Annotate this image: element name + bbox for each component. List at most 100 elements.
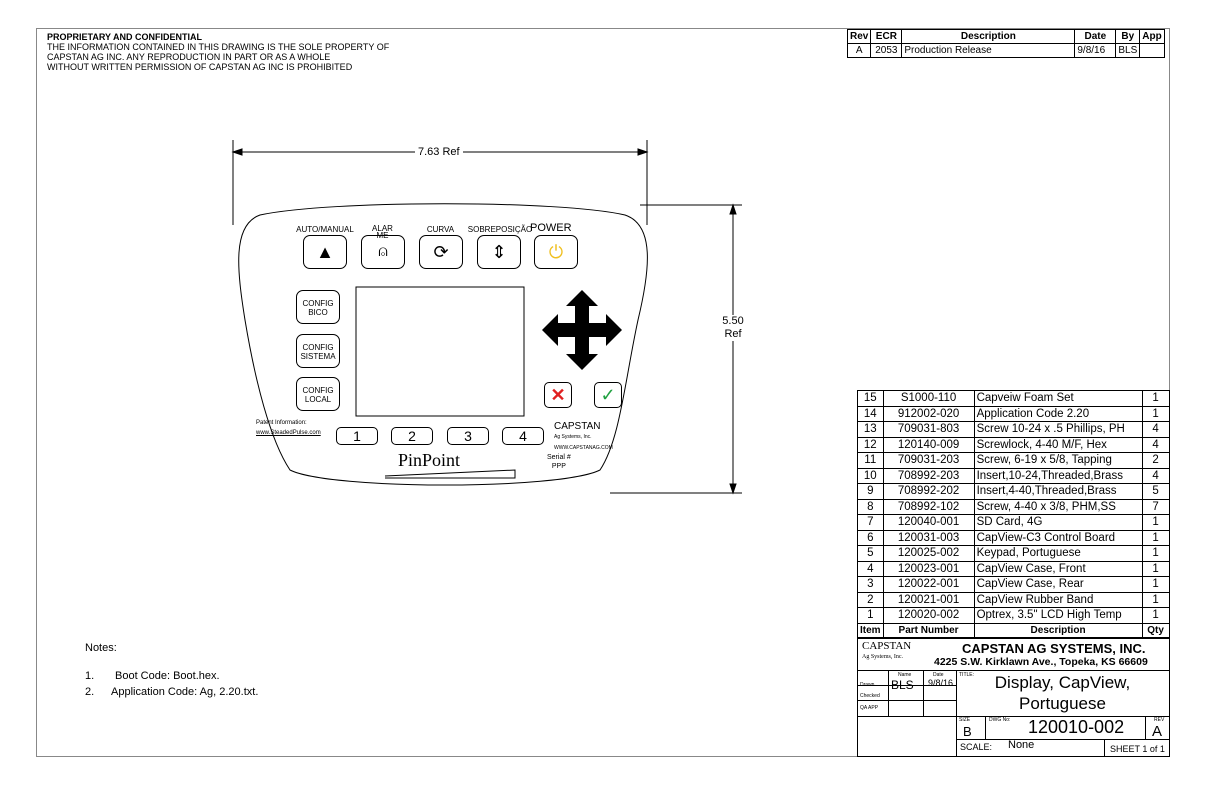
bom-cell: 2 bbox=[857, 591, 884, 608]
logo-url: WWW.CAPSTANAG.COM bbox=[554, 445, 613, 451]
bom-cell: 1 bbox=[857, 607, 884, 624]
bom-cell: 5 bbox=[1141, 483, 1170, 500]
bom-cell: 708992-202 bbox=[882, 483, 975, 500]
sobreposicao-button[interactable]: ⇕ bbox=[477, 235, 521, 269]
number-button-1[interactable]: 1 bbox=[336, 427, 378, 445]
scale-label: SCALE: bbox=[960, 742, 993, 752]
bom-cell: 120021-001 bbox=[882, 591, 975, 608]
up-down-arrow-icon: ⇕ bbox=[491, 242, 507, 262]
bom-cell: 4 bbox=[857, 560, 884, 577]
note-text: Application Code: Ag, 2.20.txt. bbox=[111, 686, 259, 698]
bom-cell: CapView Case, Rear bbox=[973, 576, 1143, 593]
bom-cell: 2 bbox=[1141, 452, 1170, 469]
cancel-button[interactable]: ✕ bbox=[544, 382, 572, 408]
confidential-line: THE INFORMATION CONTAINED IN THIS DRAWIN… bbox=[47, 42, 390, 52]
qa-label: QA APP bbox=[860, 705, 879, 711]
bom-cell: 1 bbox=[1141, 591, 1170, 608]
bom-cell: 7 bbox=[1141, 498, 1170, 515]
bom-cell: Screw 10-24 x .5 Phillips, PH bbox=[973, 421, 1143, 438]
rev-label: REV bbox=[1154, 717, 1165, 723]
note-text: Boot Code: Boot.hex. bbox=[115, 670, 220, 682]
bom-cell: Optrex, 3.5" LCD High Temp bbox=[973, 607, 1143, 624]
sobreposicao-label: SOBREPOSIÇÃO bbox=[467, 225, 533, 234]
title-line: Display, CapView, bbox=[994, 673, 1131, 692]
bom-cell: 14 bbox=[857, 405, 884, 422]
arrow-pad-icon bbox=[542, 290, 622, 370]
curva-button[interactable]: ⟳ bbox=[419, 235, 463, 269]
drawing-title: Display, CapView,Portuguese bbox=[956, 672, 1169, 714]
company-name: CAPSTAN AG SYSTEMS, INC. bbox=[962, 641, 1146, 656]
button-number: 3 bbox=[464, 428, 472, 444]
bom-cell: 7 bbox=[857, 514, 884, 531]
rev-cell: 9/8/16 bbox=[1074, 43, 1117, 58]
bom-cell: CapView Case, Front bbox=[973, 560, 1143, 577]
bom-cell: Screwlock, 4-40 M/F, Hex bbox=[973, 436, 1143, 453]
logo-sub: Ag Systems, Inc. bbox=[554, 434, 592, 440]
auto-manual-button[interactable]: ▲ bbox=[303, 235, 347, 269]
height-value: 5.50 bbox=[722, 315, 744, 327]
button-label: LOCAL bbox=[304, 395, 332, 404]
bom-cell: 120040-001 bbox=[882, 514, 975, 531]
checked-label: Checked bbox=[860, 693, 880, 699]
size-value: B bbox=[963, 724, 972, 739]
bom-cell: 1 bbox=[1141, 390, 1170, 407]
number-button-2[interactable]: 2 bbox=[391, 427, 433, 445]
bom-cell: 709031-203 bbox=[882, 452, 975, 469]
size-label: SIZE bbox=[959, 717, 971, 723]
bom-cell: 120031-003 bbox=[882, 529, 975, 546]
drawn-name: BLS bbox=[891, 678, 914, 692]
button-label: CONFIG bbox=[302, 343, 334, 352]
logo-text: CAPSTAN bbox=[554, 421, 601, 432]
bom-cell: CapView-C3 Control Board bbox=[973, 529, 1143, 546]
confidentiality-notice: PROPRIETARY AND CONFIDENTIAL THE INFORMA… bbox=[47, 32, 389, 72]
bom-cell: 1 bbox=[1141, 576, 1170, 593]
bom-cell: Keypad, Portuguese bbox=[973, 545, 1143, 562]
drawn-label: Drawn bbox=[860, 682, 875, 688]
bom-cell: 120140-009 bbox=[882, 436, 975, 453]
number-button-3[interactable]: 3 bbox=[447, 427, 489, 445]
bom-cell: CapView Rubber Band bbox=[973, 591, 1143, 608]
width-dimension: 7.63 Ref bbox=[415, 146, 463, 158]
dwg-label: DWG No: bbox=[989, 717, 1011, 723]
scale-value: None bbox=[1008, 739, 1035, 751]
logo-sub: Ag Systems, Inc. bbox=[862, 654, 903, 660]
note-item: 2.Application Code: Ag, 2.20.txt. bbox=[85, 684, 258, 700]
x-icon: ✕ bbox=[550, 385, 566, 405]
button-label: SISTEMA bbox=[300, 352, 336, 361]
revision-table: Rev ECR Description Date By App A 2053 P… bbox=[846, 29, 1165, 58]
patent-link: www.SteadedPulse.com bbox=[256, 430, 321, 436]
power-button[interactable]: ⏻ bbox=[534, 235, 578, 269]
bom-cell: 11 bbox=[857, 452, 884, 469]
bom-cell: SD Card, 4G bbox=[973, 514, 1143, 531]
height-ref: Ref bbox=[724, 328, 742, 340]
confidential-line: WITHOUT WRITTEN PERMISSION OF CAPSTAN AG… bbox=[47, 62, 353, 72]
bom-cell: 9 bbox=[857, 483, 884, 500]
number-button-4[interactable]: 4 bbox=[502, 427, 544, 445]
alarme-button[interactable]: ⍝ bbox=[361, 235, 405, 269]
notes-title: Notes: bbox=[85, 642, 117, 654]
bom-cell: 912002-020 bbox=[882, 405, 975, 422]
rev-cell: Production Release bbox=[901, 43, 1076, 58]
serial-label: Serial #PPP bbox=[547, 453, 571, 471]
notes: Notes: 1.Boot Code: Boot.hex. 2.Applicat… bbox=[85, 640, 258, 700]
sheet-number: SHEET 1 of 1 bbox=[1110, 744, 1165, 754]
bom-cell: 6 bbox=[857, 529, 884, 546]
button-number: 2 bbox=[408, 428, 416, 444]
serial-title: Serial # bbox=[547, 454, 571, 461]
ok-button[interactable]: ✓ bbox=[594, 382, 622, 408]
button-number: 4 bbox=[519, 428, 527, 444]
